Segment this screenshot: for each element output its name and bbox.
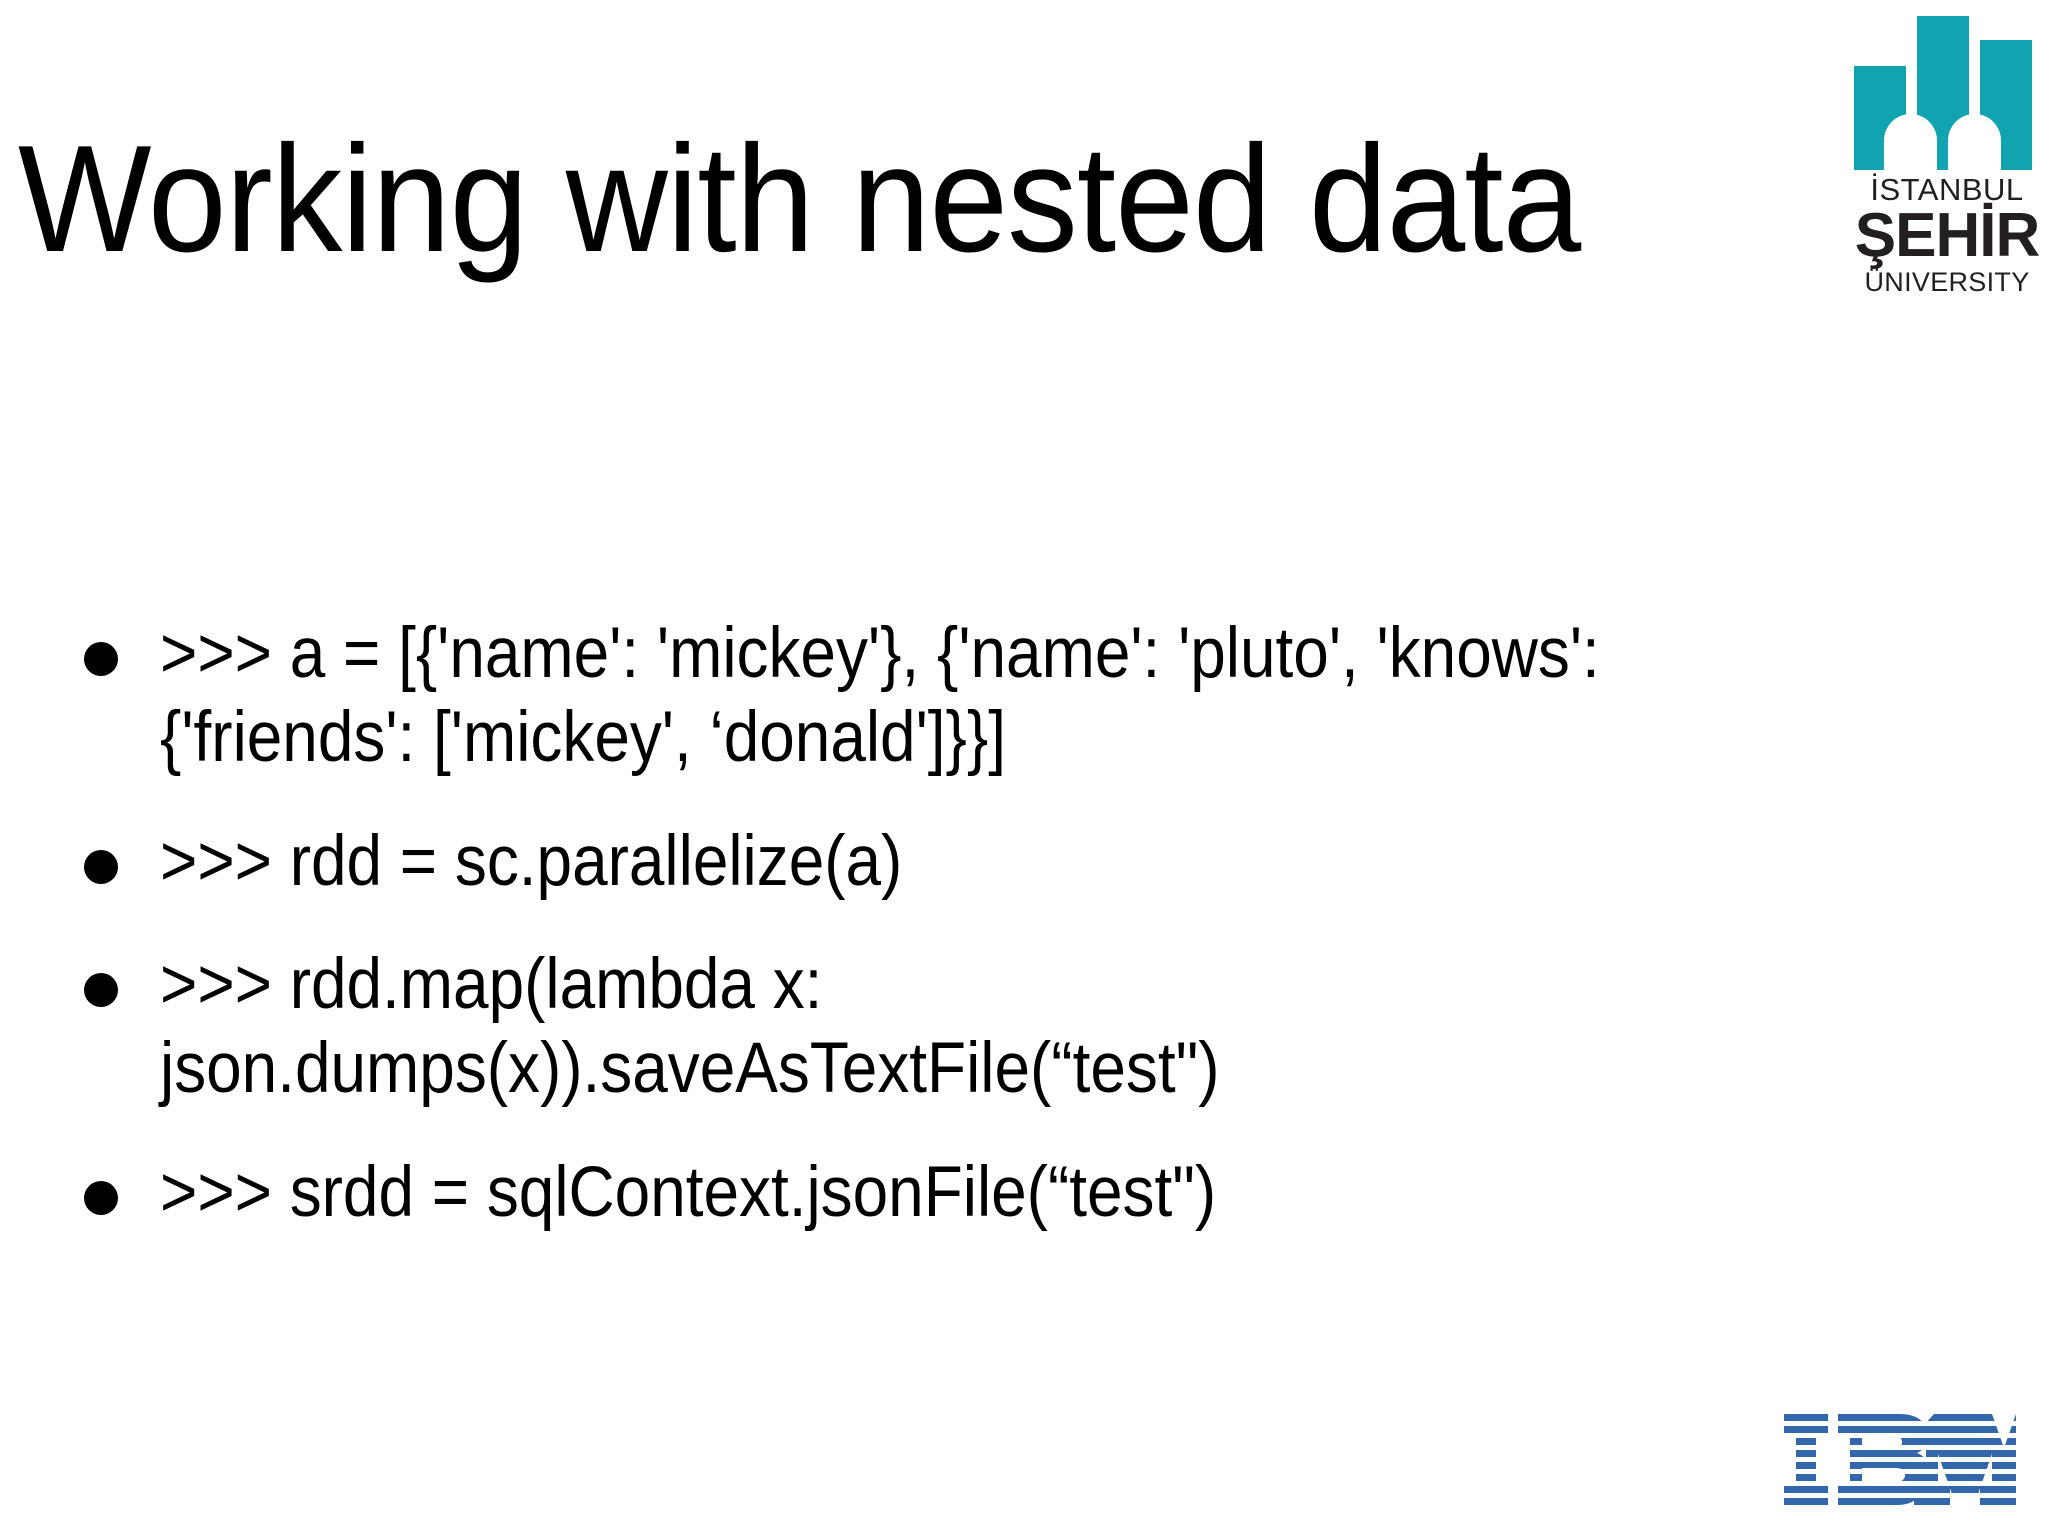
university-name-line-2: ŞEHİR [1854, 201, 2040, 270]
bullet-point-icon [84, 849, 118, 884]
bullet-point-icon [84, 973, 118, 1008]
building-gap-right [1969, 14, 1980, 172]
bullet-point-icon [84, 642, 118, 676]
building-gap-left [1906, 14, 1917, 172]
list-item-text: >>> srdd = sqlContext.jsonFile(“test") [160, 1152, 1217, 1232]
list-item-text: >>> rdd.map(lambda x: json.dumps(x)).sav… [160, 945, 1220, 1109]
bullet-point-icon [84, 1180, 118, 1215]
istanbul-sehir-university-logo: İSTANBUL ŞEHİR ÜNIVERSITY [1852, 14, 2042, 332]
university-buildings-icon [1852, 14, 2042, 174]
page-title: Working with nested data [18, 114, 1581, 284]
ibm-letterforms [1784, 1414, 2016, 1505]
arch-cutout-left [1884, 114, 1937, 174]
university-name-line-3: ÜNIVERSITY [1864, 266, 2030, 297]
list-item: >>> rdd.map(lambda x: json.dumps(x)).sav… [72, 943, 1952, 1111]
list-item: >>> a = [{'name': 'mickey'}, {'name': 'p… [72, 612, 1952, 780]
list-item-text: >>> rdd = sc.parallelize(a) [160, 821, 903, 901]
arch-cutout-right [1948, 114, 2001, 174]
university-name-line-1: İSTANBUL [1870, 172, 2024, 207]
list-item: >>> srdd = sqlContext.jsonFile(“test") [72, 1151, 1952, 1235]
list-item: >>> rdd = sc.parallelize(a) [72, 820, 1952, 904]
list-item-text: >>> a = [{'name': 'mickey'}, {'name': 'p… [160, 614, 1600, 777]
bullet-list: >>> a = [{'name': 'mickey'}, {'name': 'p… [72, 612, 1952, 1275]
ibm-logo [1782, 1412, 2018, 1508]
university-logo-text: İSTANBUL ŞEHİR ÜNIVERSITY [1852, 174, 2042, 296]
